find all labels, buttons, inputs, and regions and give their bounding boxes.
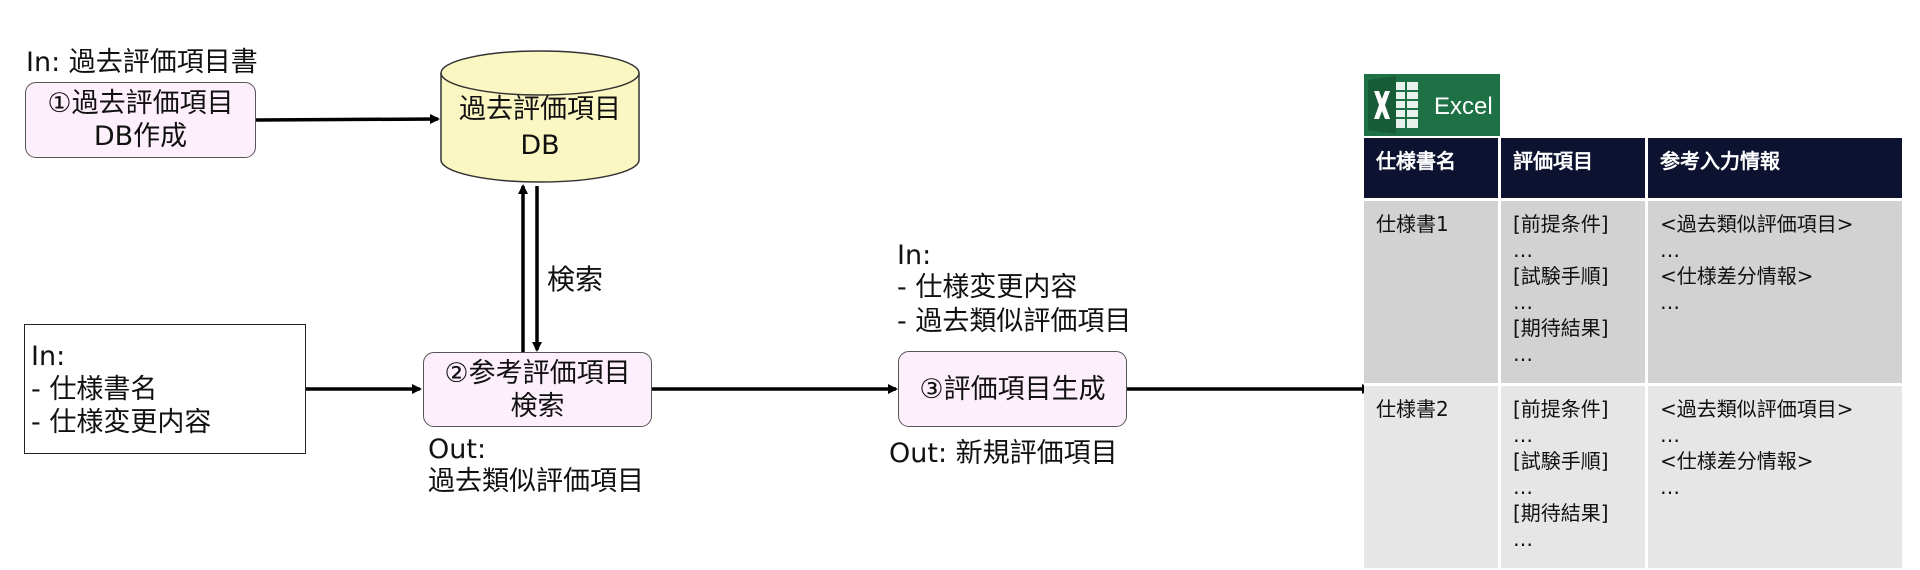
- database-label: 過去評価項目 DB: [440, 92, 640, 164]
- step3-input-line1: In:: [897, 240, 932, 271]
- excel-logo-text: Excel: [1434, 93, 1493, 120]
- excel-logo-icon: Excel: [1364, 74, 1500, 136]
- step3-input-line2: - 仕様変更内容: [897, 272, 1078, 303]
- header-eval-items: 評価項目: [1501, 138, 1648, 198]
- cell-ref-info: <過去類似評価項目> … <仕様差分情報> …: [1648, 383, 1902, 568]
- table-row: 仕様書2 [前提条件] … [試験手順] … [期待結果] … <過去類似評価項…: [1364, 383, 1902, 568]
- step1-label-line2: DB作成: [93, 121, 188, 152]
- spec-table: 仕様書名 評価項目 参考入力情報 仕様書1 [前提条件] … [試験手順] … …: [1364, 138, 1902, 568]
- step1-input-label: In: 過去評価項目書: [26, 47, 258, 78]
- database-cylinder: [440, 50, 640, 183]
- step3-label: ③評価項目生成: [919, 373, 1106, 405]
- input-box-line3: - 仕様変更内容: [31, 406, 212, 438]
- cell-eval-items: [前提条件] … [試験手順] … [期待結果] …: [1501, 198, 1648, 383]
- table-row: 仕様書1 [前提条件] … [試験手順] … [期待結果] … <過去類似評価項…: [1364, 198, 1902, 383]
- header-spec-name: 仕様書名: [1364, 138, 1501, 198]
- step2-output-line1: Out:: [428, 434, 487, 465]
- input-box-line1: In:: [31, 340, 66, 372]
- header-ref-info: 参考入力情報: [1648, 138, 1902, 198]
- cell-spec-name: 仕様書1: [1364, 198, 1501, 383]
- table-header-row: 仕様書名 評価項目 参考入力情報: [1364, 138, 1902, 198]
- database-label-line2: DB: [520, 130, 560, 161]
- cell-eval-items: [前提条件] … [試験手順] … [期待結果] …: [1501, 383, 1648, 568]
- step3-input-line3: - 過去類似評価項目: [897, 306, 1132, 337]
- arrow-step1-to-db: [255, 114, 440, 125]
- cell-spec-name: 仕様書2: [1364, 383, 1501, 568]
- input-box: In: - 仕様書名 - 仕様変更内容: [24, 324, 306, 454]
- step1-box: ①過去評価項目 DB作成: [25, 82, 256, 158]
- step1-label-line1: ①過去評価項目: [47, 88, 234, 119]
- search-label: 検索: [547, 263, 604, 296]
- cell-ref-info: <過去類似評価項目> … <仕様差分情報> …: [1648, 198, 1902, 383]
- step2-output-line2: 過去類似評価項目: [428, 466, 644, 497]
- step2-label-line2: 検索: [510, 390, 565, 422]
- step2-label-line1: ②参考評価項目: [444, 357, 631, 389]
- step2-box: ②参考評価項目 検索: [423, 352, 652, 427]
- input-box-line2: - 仕様書名: [31, 373, 158, 405]
- step3-box: ③評価項目生成: [898, 351, 1127, 427]
- database-label-line1: 過去評価項目: [459, 94, 621, 125]
- step3-output-label: Out: 新規評価項目: [889, 438, 1118, 469]
